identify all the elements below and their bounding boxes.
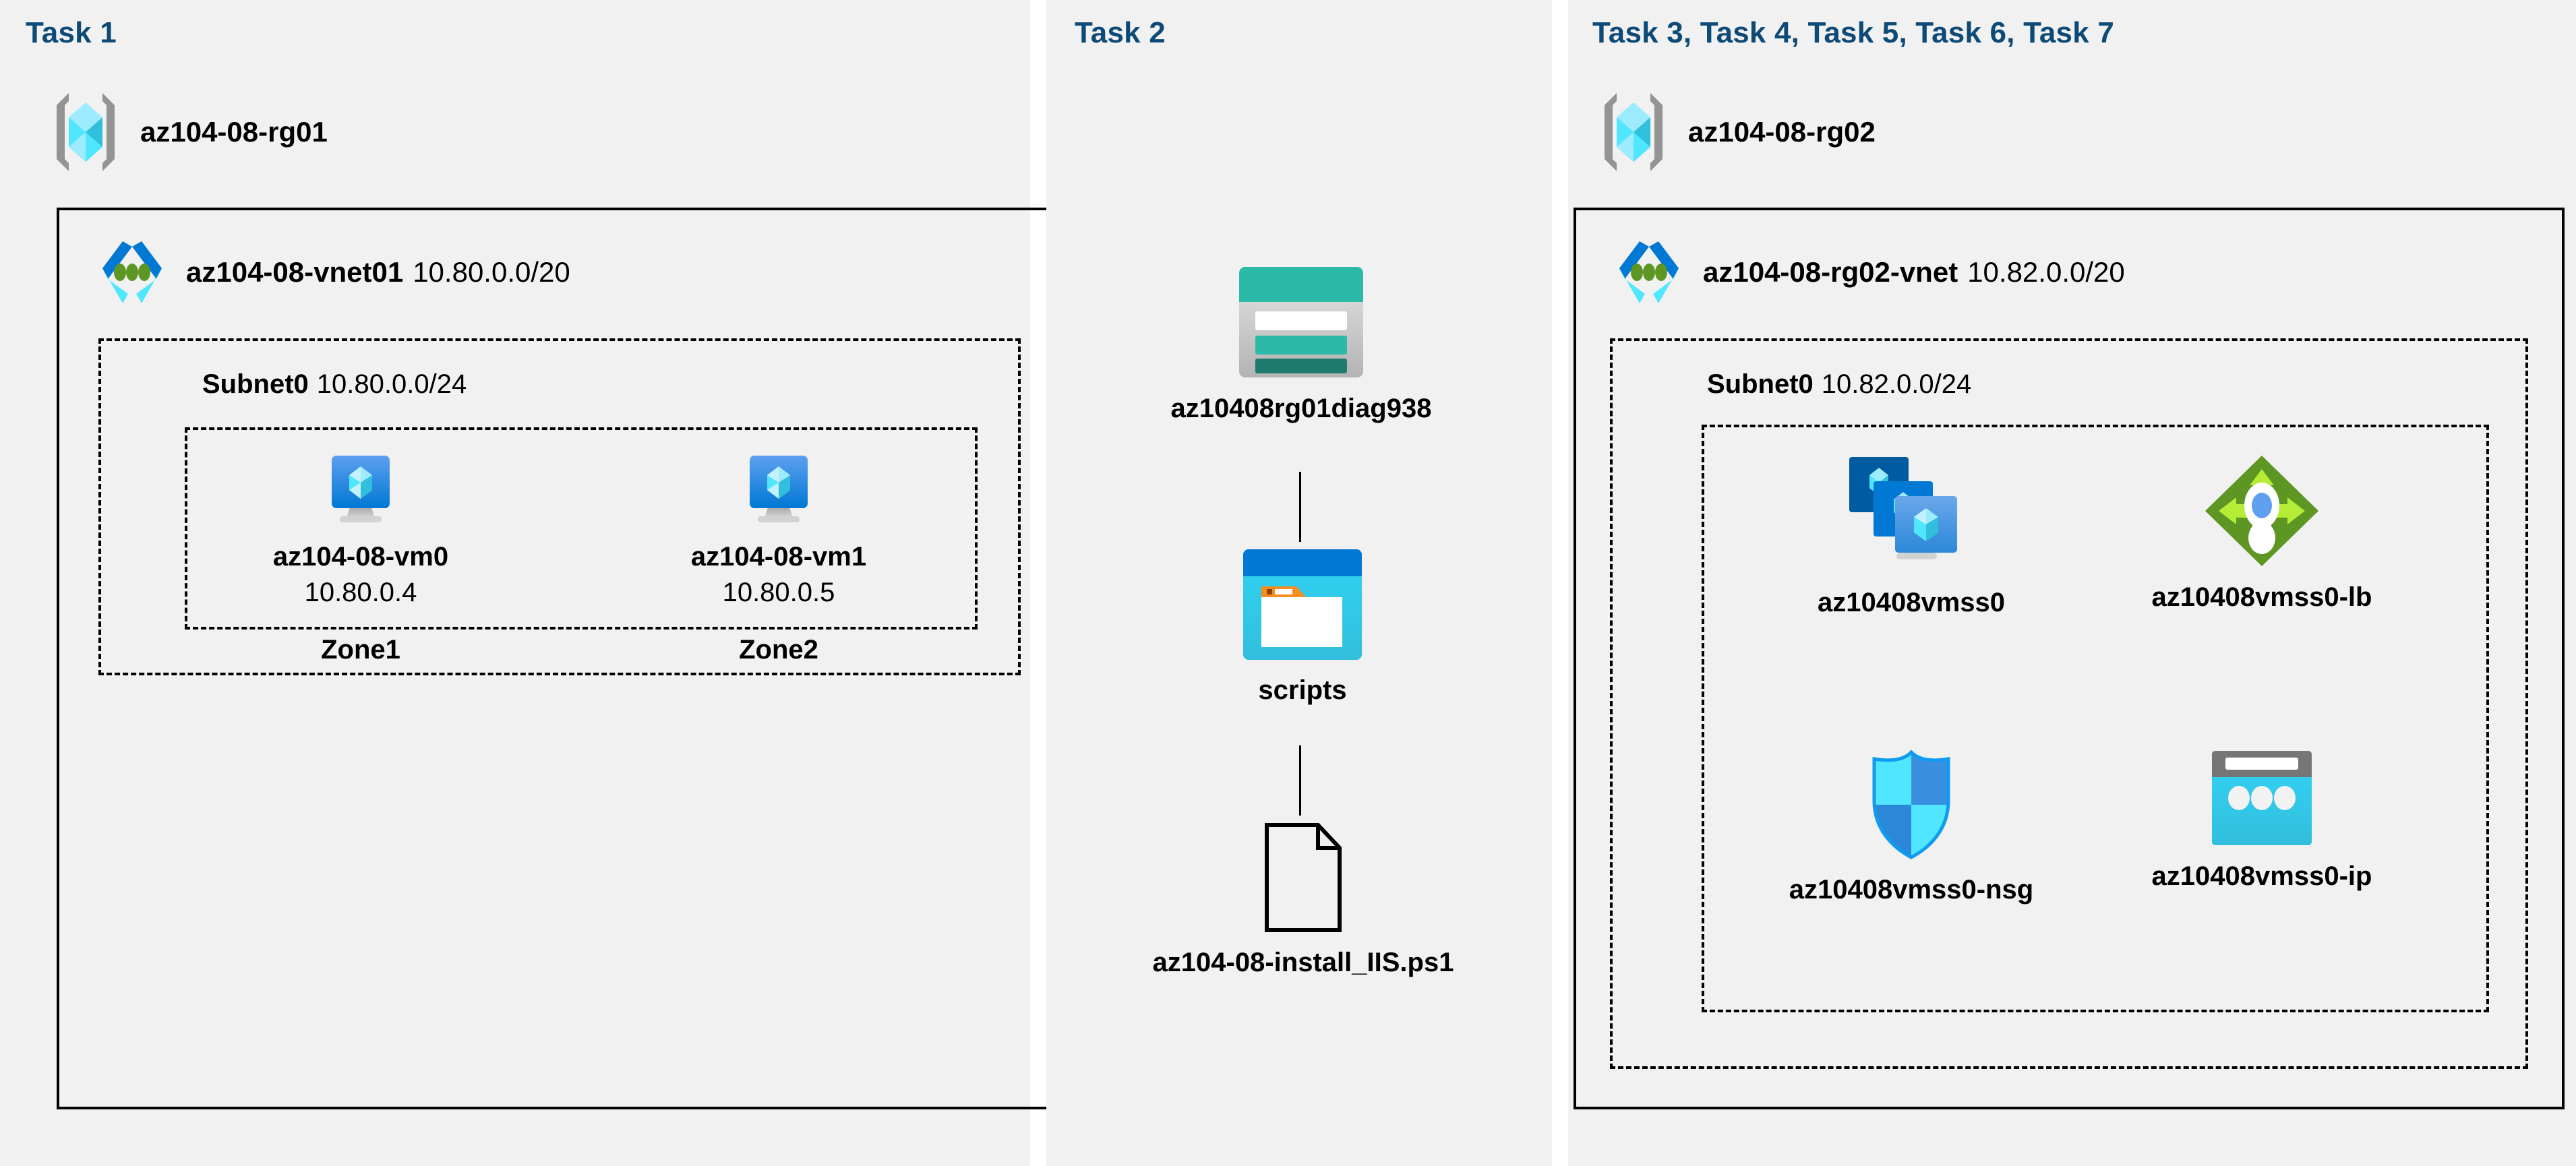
load-balancer-icon: [2203, 453, 2321, 569]
resource-group-box-task3-7: [1702, 425, 2489, 1012]
vm-node-az104-08-vm0[interactable]: az104-08-vm0 10.80.0.4 Zone1: [272, 453, 449, 665]
vnet-box-rg02-vnet: [1574, 208, 2565, 1109]
file-node[interactable]: az104-08-install_IIS.ps1: [1153, 821, 1454, 978]
vm-zone: Zone1: [321, 635, 400, 665]
vmss-node[interactable]: az10408vmss0: [1807, 453, 2016, 618]
resource-group-icon: [49, 88, 123, 177]
virtual-machine-icon: [324, 453, 398, 528]
subnet-cidr: 10.82.0.0/24: [1821, 369, 1972, 399]
panel-task3-7: [1568, 0, 2576, 1166]
public-ip-node[interactable]: az10408vmss0-ip: [2152, 748, 2372, 892]
file-label: az104-08-install_IIS.ps1: [1152, 948, 1454, 977]
virtual-machine-icon: [742, 453, 816, 528]
vm-group-box-task1: [185, 427, 978, 630]
connector-storage-to-container: [1299, 472, 1301, 542]
subnet-name: Subnet0: [1707, 369, 1814, 399]
task-title-1: Task 1: [26, 16, 117, 49]
resource-group-icon: [1596, 88, 1671, 177]
vmss-label: az10408vmss0: [1817, 588, 2006, 617]
vnet-name: az104-08-vnet01: [186, 256, 404, 288]
vm-node-az104-08-vm1[interactable]: az104-08-vm1 10.80.0.5 Zone2: [690, 453, 867, 665]
vnet-cidr: 10.82.0.0/20: [1967, 256, 2125, 288]
blob-container-label: scripts: [1258, 675, 1347, 705]
storage-account-label: az10408rg01diag938: [1170, 394, 1432, 423]
file-icon: [1260, 821, 1346, 934]
vnet-cidr: 10.80.0.0/20: [413, 256, 570, 288]
subnet-box-task1: [98, 338, 1021, 675]
task-title-2: Task 2: [1075, 16, 1166, 49]
vnet-header-rg02-vnet: az104-08-rg02-vnet 10.82.0.0/20: [1610, 237, 2125, 307]
load-balancer-label: az10408vmss0-lb: [2151, 582, 2372, 612]
vnet-name: az104-08-rg02-vnet: [1703, 256, 1958, 288]
nsg-node[interactable]: az10408vmss0-nsg: [1787, 748, 2036, 905]
nsg-label: az10408vmss0-nsg: [1789, 875, 2034, 904]
public-ip-label: az10408vmss0-ip: [2151, 861, 2372, 891]
panel-task1: [0, 0, 1030, 1166]
vm-label: az104-08-vm1: [690, 542, 867, 572]
vm-ip: 10.80.0.5: [722, 578, 835, 607]
blob-container-icon: [1241, 547, 1364, 662]
vm-zone: Zone2: [739, 635, 818, 665]
vm-scale-set-icon: [1844, 453, 1979, 574]
resource-group-name: az104-08-rg02: [1688, 116, 1876, 148]
vm-label: az104-08-vm0: [272, 542, 449, 572]
public-ip-address-icon: [2208, 748, 2316, 848]
storage-account-icon: [1235, 264, 1367, 380]
storage-account-node[interactable]: az10408rg01diag938: [1171, 264, 1431, 424]
virtual-network-icon: [93, 237, 171, 307]
vnet-header-vnet01: az104-08-vnet01 10.80.0.0/20: [93, 237, 570, 307]
connector-container-to-file: [1299, 745, 1301, 816]
vm-ip: 10.80.0.4: [304, 578, 417, 607]
network-security-group-icon: [1867, 748, 1955, 861]
blob-container-node[interactable]: scripts: [1222, 547, 1383, 706]
resource-group-name: az104-08-rg01: [140, 116, 328, 148]
task-title-3-7: Task 3, Task 4, Task 5, Task 6, Task 7: [1592, 16, 2114, 49]
resource-group-rg01: az104-08-rg01: [49, 88, 328, 177]
resource-group-rg02: az104-08-rg02: [1596, 88, 1876, 177]
subnet-name: Subnet0: [202, 369, 309, 399]
load-balancer-node[interactable]: az10408vmss0-lb: [2152, 453, 2372, 613]
virtual-network-icon: [1610, 237, 1688, 307]
subnet-cidr: 10.80.0.0/24: [316, 369, 467, 399]
subnet-box-task3-7: [1610, 338, 2528, 1069]
